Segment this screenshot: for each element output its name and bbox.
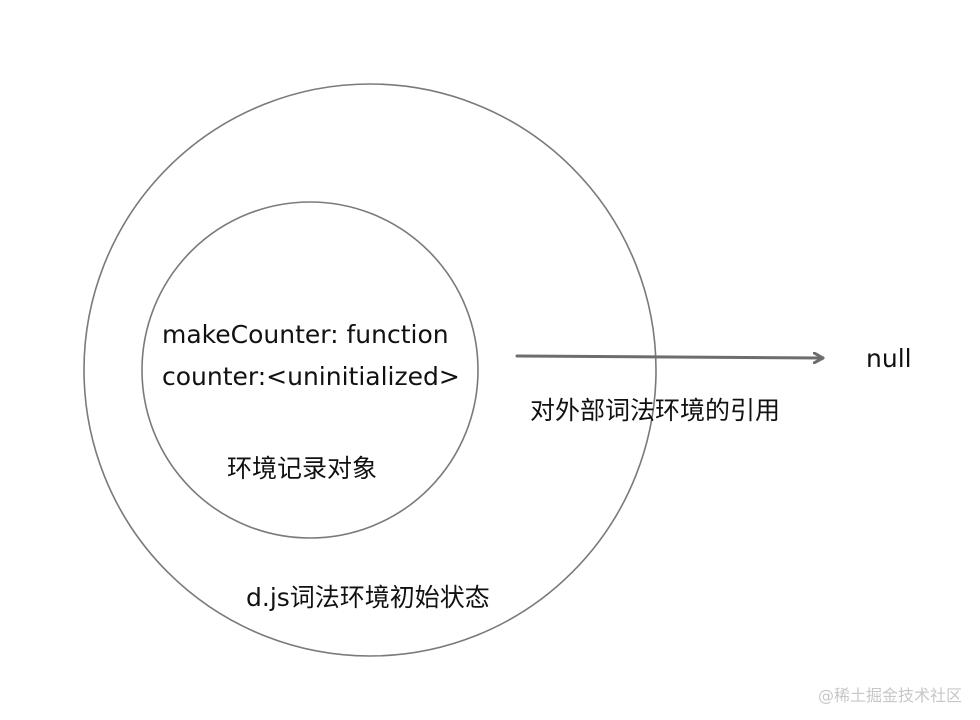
watermark-label: @稀土掘金技术社区: [817, 686, 962, 705]
null-reference-target: null: [866, 344, 912, 373]
counter-binding: counter:<uninitialized>: [162, 362, 460, 391]
lexical-environment-caption: d.js词法环境初始状态: [246, 583, 490, 612]
outer-environment-circle: [83, 83, 657, 657]
outer-reference-arrow: [515, 356, 825, 358]
make-counter-binding: makeCounter: function: [162, 320, 449, 349]
inner-environment-circle: [141, 201, 479, 539]
outer-reference-label: 对外部词法环境的引用: [530, 396, 781, 425]
environment-record-label: 环境记录对象: [227, 454, 378, 483]
